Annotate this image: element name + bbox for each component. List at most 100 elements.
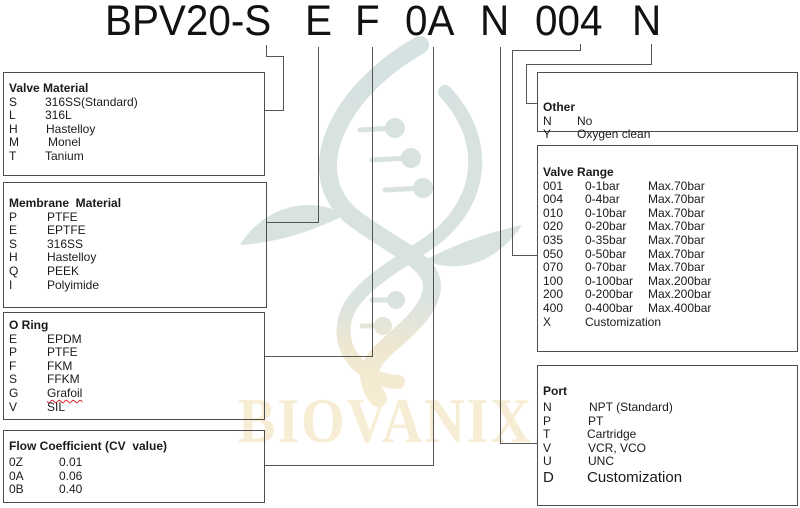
option-code: 010	[543, 205, 564, 220]
option-code: 050	[543, 246, 564, 261]
option-value: UNC	[588, 454, 614, 469]
max-pressure: Max.70bar	[648, 260, 705, 275]
option-code: E	[9, 223, 18, 238]
list-item: F FKM	[9, 358, 264, 374]
model-code-series: BPV20-S	[105, 0, 272, 45]
watermark-brand-text: BIOVANIX	[238, 385, 533, 456]
option-value: PTFE	[47, 209, 78, 224]
option-value: 316L	[45, 108, 72, 123]
option-code: 020	[543, 219, 564, 234]
max-pressure: Max.70bar	[648, 205, 705, 220]
max-pressure: Max.200bar	[648, 273, 712, 288]
option-code: L	[9, 108, 16, 123]
option-value: FKM	[47, 358, 73, 373]
option-value: Grafoil	[47, 385, 83, 400]
option-value: PTFE	[47, 345, 78, 360]
list-item: L 316L	[9, 109, 264, 123]
option-code: 200	[543, 287, 564, 302]
list-item: P PTFE	[9, 209, 266, 225]
option-value: EPTFE	[47, 223, 86, 238]
model-code-flow: 0A	[405, 0, 455, 45]
range-value: 0-70bar	[585, 260, 627, 275]
option-code: X	[543, 314, 552, 329]
option-value: 316SS	[47, 236, 84, 251]
option-value: PEEK	[47, 263, 80, 278]
connector-flow-coefficient	[265, 47, 434, 466]
max-pressure: Max.70bar	[648, 232, 705, 247]
max-pressure: Max.70bar	[648, 219, 705, 234]
list-item: E EPTFE	[9, 224, 266, 238]
model-code-port: N	[480, 0, 510, 45]
list-item: S 316SS	[9, 236, 266, 252]
option-code: 100	[543, 273, 564, 288]
range-value: 0-4bar	[585, 192, 620, 207]
range-value: Customization	[585, 314, 662, 329]
option-code: P	[9, 345, 18, 360]
connector-membrane-material	[267, 47, 319, 223]
option-code: 0B	[9, 482, 24, 497]
connector-port	[500, 47, 537, 444]
option-code: F	[9, 358, 17, 373]
membrane-material-heading: Membrane Material	[9, 196, 122, 210]
option-code: H	[9, 250, 18, 265]
connector-other	[526, 44, 652, 104]
option-code: I	[9, 277, 13, 292]
option-value: 0.06	[59, 468, 83, 483]
valve-range-heading: Valve Range	[543, 165, 614, 179]
valve-material-heading: Valve Material	[9, 81, 89, 95]
list-item: X Customization	[543, 314, 797, 330]
range-value: 0-35bar	[585, 232, 627, 247]
range-value: 0-100bar	[585, 273, 634, 288]
option-value: 0.01	[59, 454, 83, 469]
connector-valve-material	[265, 45, 284, 111]
option-value: Customization	[587, 468, 683, 486]
range-value: 0-400bar	[585, 300, 634, 315]
option-code: P	[9, 209, 18, 224]
option-code: 400	[543, 300, 564, 315]
o-ring-heading: O Ring	[9, 318, 49, 332]
option-code: S	[9, 94, 18, 109]
max-pressure: Max.70bar	[648, 192, 705, 207]
option-value: SIL	[47, 399, 66, 414]
list-item: P PTFE	[9, 346, 264, 360]
option-code: Y	[543, 127, 552, 142]
option-code: E	[9, 331, 18, 346]
model-code-oring: F	[355, 0, 380, 45]
range-value: 0-10bar	[585, 205, 627, 220]
option-value: NPT (Standard)	[589, 399, 673, 414]
option-code: N	[543, 113, 552, 128]
option-code: S	[9, 236, 18, 251]
max-pressure: Max.200bar	[648, 287, 712, 302]
max-pressure: Max.70bar	[648, 178, 705, 193]
model-code-other: N	[632, 0, 662, 45]
connector-valve-range	[512, 44, 581, 256]
option-value: 0.40	[59, 482, 83, 497]
option-code: V	[543, 440, 552, 455]
